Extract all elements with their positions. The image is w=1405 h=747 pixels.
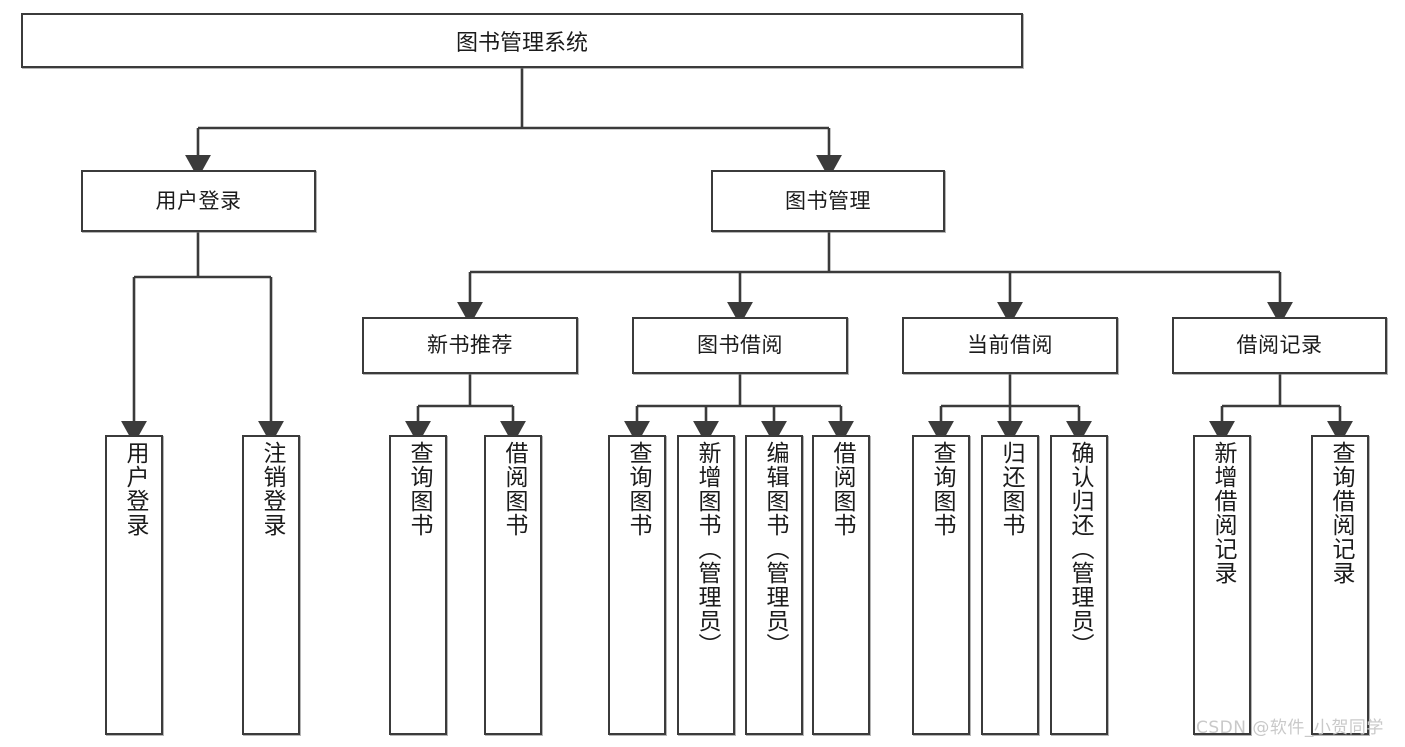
leaf-label: 归还图书 <box>997 441 1024 537</box>
leaf-label: 借阅图书 <box>828 441 855 537</box>
node-label: 图书管理 <box>785 188 871 213</box>
leaf-label: 新增图书（管理员） <box>693 441 720 657</box>
csdn-watermark: CSDN @软件_小贺同学 <box>1196 718 1384 738</box>
node-user-login[interactable]: 用户登录 <box>81 170 316 232</box>
leaf-label: 查询图书 <box>928 441 955 537</box>
leaf-label: 编辑图书（管理员） <box>761 441 788 657</box>
leaf-label: 注销登录 <box>258 441 285 537</box>
node-label: 借阅记录 <box>1236 333 1323 357</box>
leaf-label: 查询借阅记录 <box>1327 441 1354 585</box>
leaf-user-login-signout[interactable]: 注销登录 <box>242 435 300 735</box>
node-label: 图书借阅 <box>697 333 783 357</box>
leaf-label: 查询图书 <box>624 441 651 537</box>
node-label: 新书推荐 <box>427 333 513 357</box>
node-current-borrow[interactable]: 当前借阅 <box>902 317 1118 374</box>
node-label: 当前借阅 <box>967 333 1053 357</box>
leaf-current-query-book[interactable]: 查询图书 <box>912 435 970 735</box>
node-book-borrow[interactable]: 图书借阅 <box>632 317 848 374</box>
leaf-current-confirm-return[interactable]: 确认归还（管理员） <box>1050 435 1108 735</box>
leaf-label: 新增借阅记录 <box>1209 441 1236 585</box>
leaf-new-book-query[interactable]: 查询图书 <box>389 435 447 735</box>
node-root-system[interactable]: 图书管理系统 <box>21 13 1023 68</box>
leaf-borrow-add-book[interactable]: 新增图书（管理员） <box>677 435 735 735</box>
leaf-borrow-edit-book[interactable]: 编辑图书（管理员） <box>745 435 803 735</box>
leaf-borrow-query-book[interactable]: 查询图书 <box>608 435 666 735</box>
leaf-user-login-signin[interactable]: 用户登录 <box>105 435 163 735</box>
node-label: 图书管理系统 <box>455 30 588 56</box>
node-book-management[interactable]: 图书管理 <box>711 170 945 232</box>
node-new-book-recommend[interactable]: 新书推荐 <box>362 317 578 374</box>
leaf-current-return-book[interactable]: 归还图书 <box>981 435 1039 735</box>
leaf-new-book-borrow[interactable]: 借阅图书 <box>484 435 542 735</box>
leaf-label: 查询图书 <box>405 441 432 537</box>
node-label: 用户登录 <box>155 188 242 213</box>
leaf-borrow-borrow-book[interactable]: 借阅图书 <box>812 435 870 735</box>
node-borrow-records[interactable]: 借阅记录 <box>1172 317 1387 374</box>
leaf-records-add-record[interactable]: 新增借阅记录 <box>1193 435 1251 735</box>
leaf-label: 用户登录 <box>121 441 148 537</box>
leaf-label: 借阅图书 <box>500 441 527 537</box>
leaf-label: 确认归还（管理员） <box>1066 441 1093 657</box>
leaf-records-query-record[interactable]: 查询借阅记录 <box>1311 435 1369 735</box>
